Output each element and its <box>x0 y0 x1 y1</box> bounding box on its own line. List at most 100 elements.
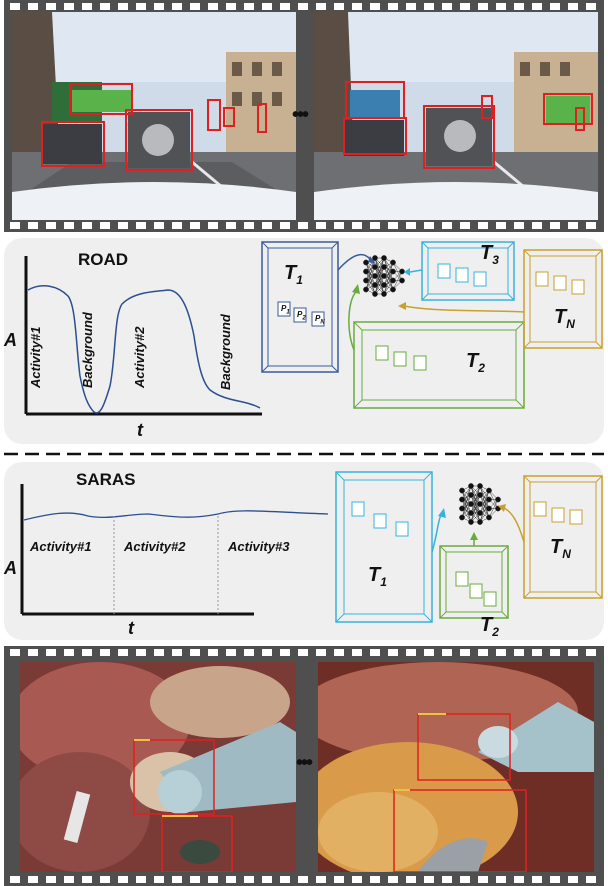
saras-activity-2: Activity#2 <box>124 539 186 554</box>
neural-node <box>486 505 492 512</box>
film-perforation <box>532 876 542 883</box>
film-perforation <box>316 222 326 229</box>
film-perforation <box>478 222 488 229</box>
neural-node <box>363 259 369 266</box>
neural-node <box>363 286 369 293</box>
film-perforation <box>100 876 110 883</box>
film-perforation <box>46 876 56 883</box>
saras-ellipsis: ••• <box>296 752 313 774</box>
road-ellipsis: ••• <box>292 104 309 126</box>
neural-node <box>363 268 369 275</box>
film-perforation <box>82 222 92 229</box>
film-perforation <box>28 222 38 229</box>
film-perforation <box>406 3 416 10</box>
saras-x-axis-label: t <box>128 618 134 638</box>
film-perforation <box>514 3 524 10</box>
film-perforation <box>316 3 326 10</box>
film-perforation <box>28 3 38 10</box>
saras-continual-learning-diagram <box>335 471 603 623</box>
film-perforation <box>100 222 110 229</box>
film-perforation <box>10 222 20 229</box>
road-continual-learning-diagram <box>261 241 603 409</box>
neural-node <box>363 277 369 284</box>
film-perforation <box>64 222 74 229</box>
film-perforation <box>190 222 200 229</box>
film-perforation <box>586 649 596 656</box>
film-perforation <box>388 222 398 229</box>
neural-node <box>381 291 387 297</box>
film-perforation <box>10 3 20 10</box>
film-perforation <box>298 649 308 656</box>
film-perforation <box>172 649 182 656</box>
road-frame-2 <box>314 12 598 220</box>
film-perforation <box>28 876 38 883</box>
road-activity-3: Activity#2 <box>132 326 147 388</box>
film-perforation <box>352 222 362 229</box>
film-perforation <box>406 649 416 656</box>
neural-node <box>381 255 387 261</box>
neural-node <box>468 510 474 516</box>
road-activity-4: Background <box>218 314 233 390</box>
film-perforation <box>334 222 344 229</box>
film-perforation <box>10 649 20 656</box>
film-perforation <box>496 649 506 656</box>
neural-node <box>372 291 378 297</box>
film-perforation <box>244 876 254 883</box>
neural-node <box>477 492 483 498</box>
saras-title: SARAS <box>76 470 136 489</box>
saras-task-t2: T2 <box>480 614 499 639</box>
film-perforation <box>496 3 506 10</box>
film-perforation <box>388 876 398 883</box>
film-perforation <box>118 3 128 10</box>
film-perforation <box>514 222 524 229</box>
road-neural-network-icon <box>363 255 405 297</box>
film-perforation <box>226 649 236 656</box>
film-perforation <box>460 3 470 10</box>
neural-node <box>486 514 492 521</box>
neural-node <box>459 487 465 494</box>
film-perforation <box>100 649 110 656</box>
film-perforation <box>208 876 218 883</box>
film-perforation <box>226 3 236 10</box>
road-activity-curve <box>24 256 262 416</box>
film-perforation <box>136 876 146 883</box>
neural-node <box>477 501 483 507</box>
saras-panel: SARAS A t Activity#1 Activity#2 Activity… <box>4 462 604 640</box>
film-perforation <box>64 649 74 656</box>
film-perforation <box>316 876 326 883</box>
film-perforation <box>190 3 200 10</box>
road-activity-1: Activity#1 <box>28 326 43 388</box>
saras-task-t1: T1 <box>368 564 387 589</box>
neural-node <box>477 483 483 489</box>
film-perforation <box>136 649 146 656</box>
film-perforation <box>118 222 128 229</box>
film-perforation <box>172 876 182 883</box>
neural-node <box>477 519 483 525</box>
road-panel: ROAD A t Activity#1 Background Activity#… <box>4 238 604 444</box>
road-frame-1 <box>12 12 296 220</box>
film-perforation <box>316 649 326 656</box>
film-perforation <box>334 3 344 10</box>
saras-frame-1 <box>20 662 296 872</box>
saras-filmstrip: ••• <box>4 646 604 886</box>
neural-node <box>390 286 396 293</box>
film-perforation <box>280 222 290 229</box>
film-perforation <box>460 876 470 883</box>
film-perforation <box>64 3 74 10</box>
neural-node <box>468 483 474 489</box>
film-perforation <box>154 222 164 229</box>
saras-scene-2 <box>318 662 594 872</box>
film-perforation <box>334 876 344 883</box>
film-perforation <box>532 222 542 229</box>
road-prototype-p1: P1 <box>281 304 290 316</box>
neural-node <box>459 496 465 503</box>
film-perforation <box>496 222 506 229</box>
neural-node <box>459 514 465 521</box>
road-task-t2: T2 <box>466 350 485 375</box>
neural-node <box>372 255 378 261</box>
film-perforation <box>280 649 290 656</box>
film-perforation <box>244 222 254 229</box>
saras-activity-1: Activity#1 <box>30 539 92 554</box>
film-perforation <box>370 649 380 656</box>
film-perforation <box>298 876 308 883</box>
